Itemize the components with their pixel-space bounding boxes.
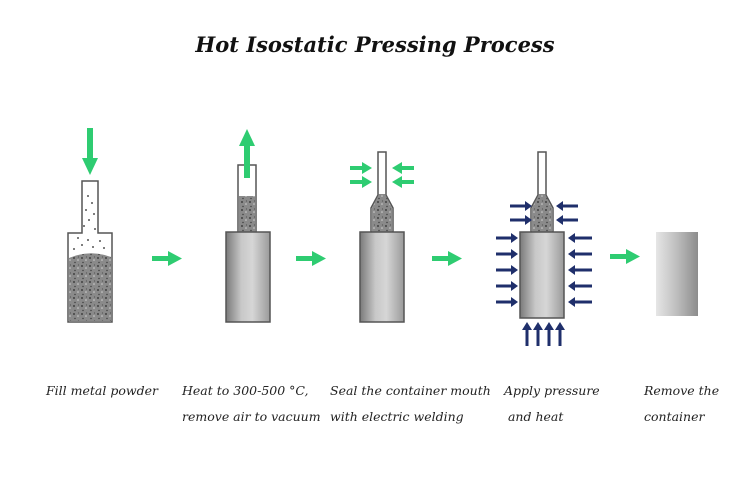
diagram-title: Hot Isostatic Pressing Process	[195, 32, 555, 57]
step5-result	[656, 232, 698, 316]
step1-caption: Fill metal powder	[46, 378, 158, 404]
process-arrow-2-icon	[296, 251, 326, 266]
step4-caption-line1: Apply pressure	[504, 383, 600, 398]
process-arrow-1-icon	[152, 251, 182, 266]
step5-caption-line1: Remove the	[644, 383, 720, 398]
step4-caption: Apply pressure and heat	[504, 378, 600, 430]
step2-container	[225, 129, 271, 323]
up-arrow-icon	[239, 129, 255, 178]
step2-body	[225, 231, 271, 323]
step3-neck-powder	[372, 194, 392, 232]
process-arrows	[152, 249, 640, 266]
down-arrow-icon	[82, 128, 98, 175]
step5-caption-line2: container	[644, 409, 705, 424]
step5-caption: Remove the container	[644, 378, 719, 430]
step1-container	[67, 128, 113, 323]
step2-neck-powder	[239, 196, 255, 233]
step3-body	[359, 231, 405, 323]
pressure-arrows-icon	[496, 201, 592, 346]
step3-caption-line1: Seal the container mouth	[330, 383, 491, 398]
step4-container	[496, 151, 592, 346]
step2-caption: Heat to 300-500 °C, remove air to vacuum	[182, 378, 321, 430]
step1-powder-pile	[69, 253, 111, 321]
step2-caption-line1: Heat to 300-500 °C,	[182, 383, 309, 398]
weld-arrows-icon	[350, 162, 414, 188]
process-arrow-3-icon	[432, 251, 462, 266]
step4-neck-powder	[532, 194, 552, 232]
step1-caption-line1: Fill metal powder	[46, 383, 158, 398]
final-part-block	[656, 232, 698, 316]
step3-caption: Seal the container mouth with electric w…	[330, 378, 491, 430]
step3-container	[350, 151, 414, 323]
step3-caption-line2: with electric welding	[330, 409, 464, 424]
step4-body	[519, 231, 565, 319]
step2-caption-line2: remove air to vacuum	[182, 409, 321, 424]
step4-caption-line2: and heat	[504, 409, 564, 424]
falling-powder-particles	[73, 195, 105, 250]
process-arrow-4-icon	[610, 249, 640, 264]
